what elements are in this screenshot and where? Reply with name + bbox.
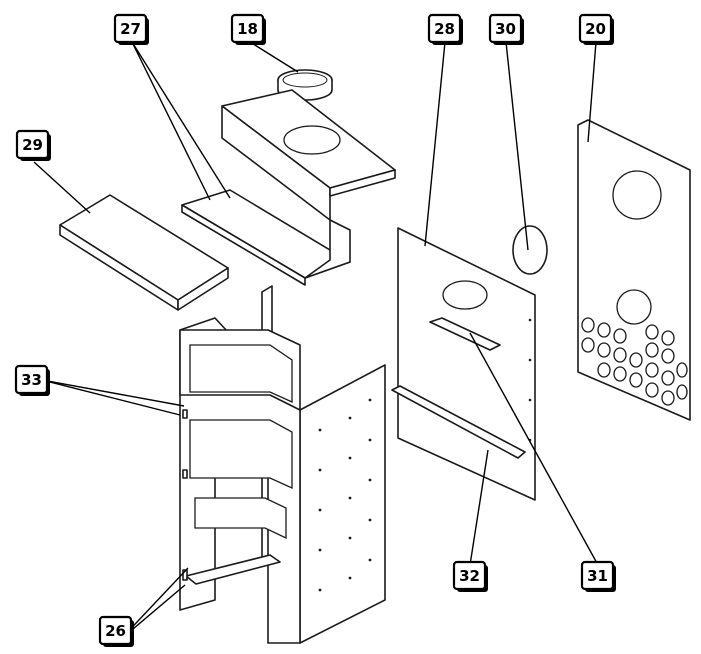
callout-18: 18 (230, 13, 266, 45)
callout-33-label: 33 (21, 371, 42, 389)
callout-32-label: 32 (459, 567, 480, 585)
callout-29: 29 (15, 129, 51, 161)
callout-31-label: 31 (587, 567, 608, 585)
callout-31: 31 (580, 560, 616, 592)
callout-26-label: 26 (105, 622, 126, 640)
vent-hole-grid (581, 317, 688, 406)
callout-27: 27 (113, 13, 149, 45)
callout-32: 32 (452, 560, 488, 592)
main-frame-cabinet (179, 285, 386, 644)
callout-28: 28 (427, 13, 463, 45)
part-27-top-hood (181, 89, 396, 286)
callout-28-label: 28 (434, 20, 455, 38)
callout-20-label: 20 (585, 20, 606, 38)
callout-33: 33 (14, 364, 50, 396)
callout-26: 26 (98, 615, 134, 647)
callout-27-label: 27 (120, 20, 141, 38)
callout-30: 30 (488, 13, 524, 45)
callout-30-label: 30 (495, 20, 516, 38)
callout-29-label: 29 (22, 136, 43, 154)
leader-lines (33, 41, 599, 641)
part-29-baffle-block (59, 194, 229, 311)
part-30-disc (512, 225, 548, 275)
callout-18-label: 18 (237, 20, 258, 38)
callout-20: 20 (578, 13, 614, 45)
part-28-inner-panel (391, 227, 536, 501)
part-32-ledge (391, 385, 526, 459)
part-31-bracket (429, 317, 501, 351)
part-20-rear-panel (577, 119, 691, 421)
